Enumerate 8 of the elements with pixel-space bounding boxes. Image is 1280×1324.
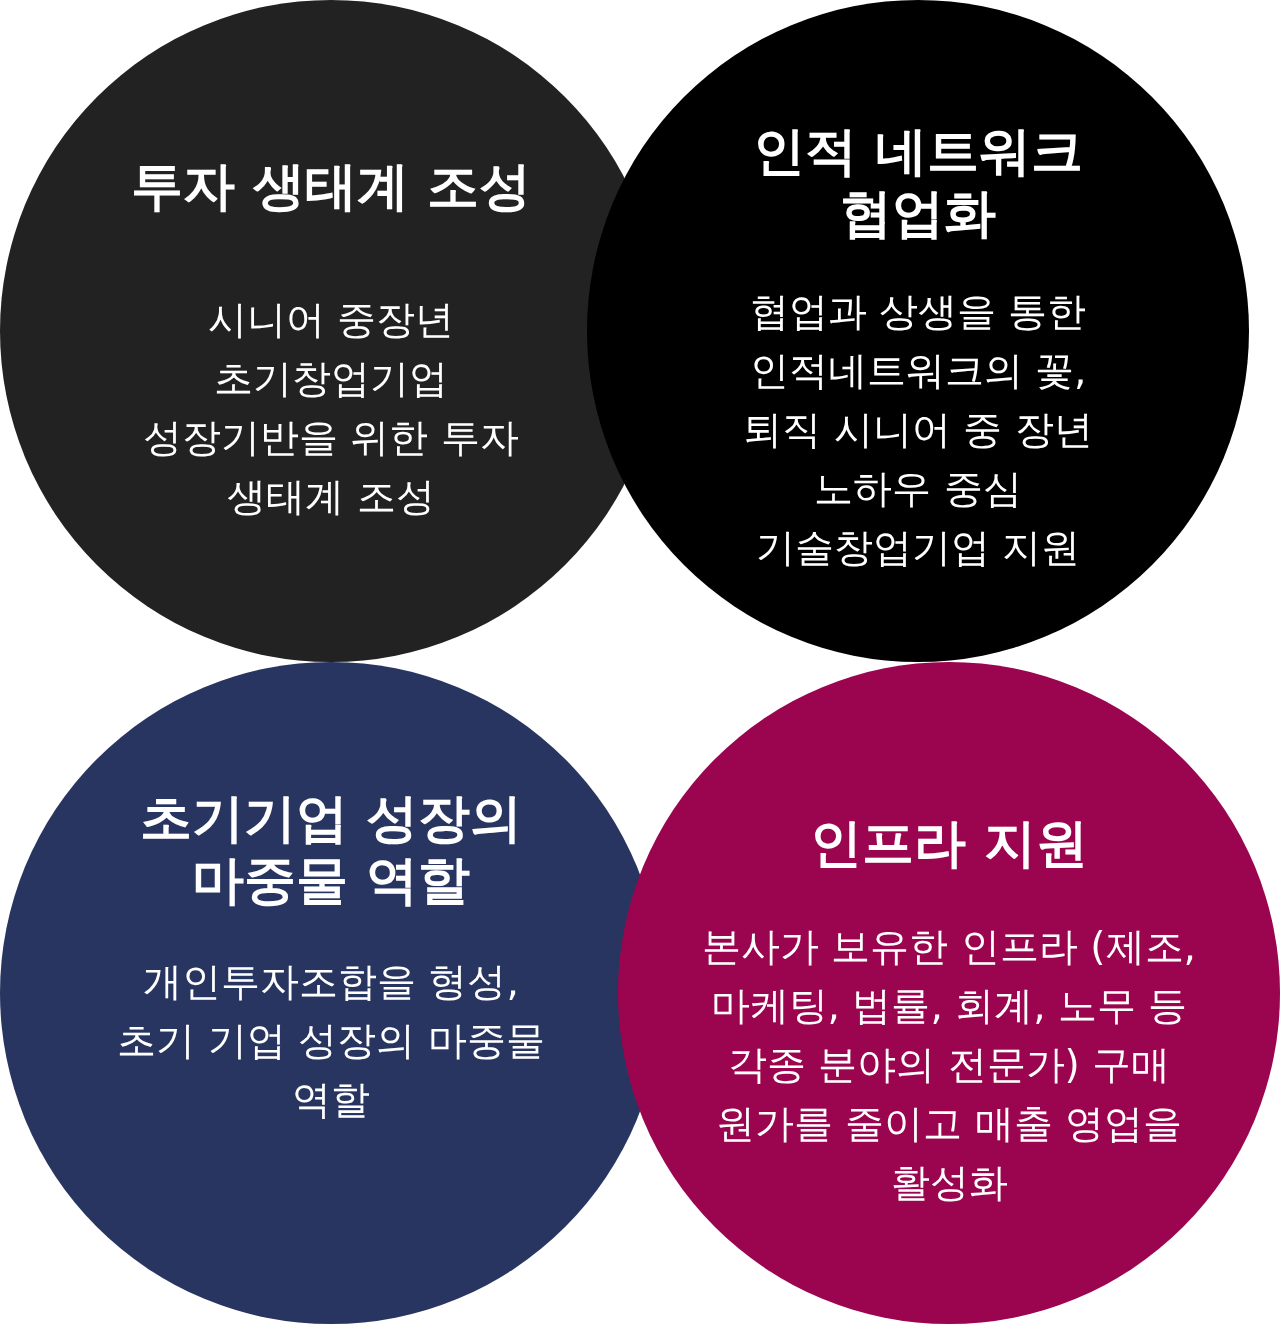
description-text: 본사가 보유한 인프라 (제조, 마케팅, 법률, 회계, 노무 등 각종 분야의 전문가) 구매 원가를 줄이고 매출 영업을 활성화 (701, 923, 1197, 1207)
heading: 인적 네트워크 협업화 (751, 120, 1085, 244)
description-text: 개인투자조합을 형성, 초기 기업 성장의 마중물 역할 (116, 958, 546, 1124)
heading: 투자 생태계 조성 (129, 155, 533, 217)
heading: 인프라 지원 (808, 812, 1090, 874)
description-text: 협업과 상생을 통한 인적네트워크의 꽃, 퇴직 시니어 중 장년 노하우 중심 기술창업기업 지원 (742, 288, 1094, 572)
heading: 초기기업 성장의 마중물 역할 (138, 787, 524, 911)
description-text: 시니어 중장년 초기창업기업 성장기반을 위한 투자 생태계 조성 (142, 296, 520, 521)
